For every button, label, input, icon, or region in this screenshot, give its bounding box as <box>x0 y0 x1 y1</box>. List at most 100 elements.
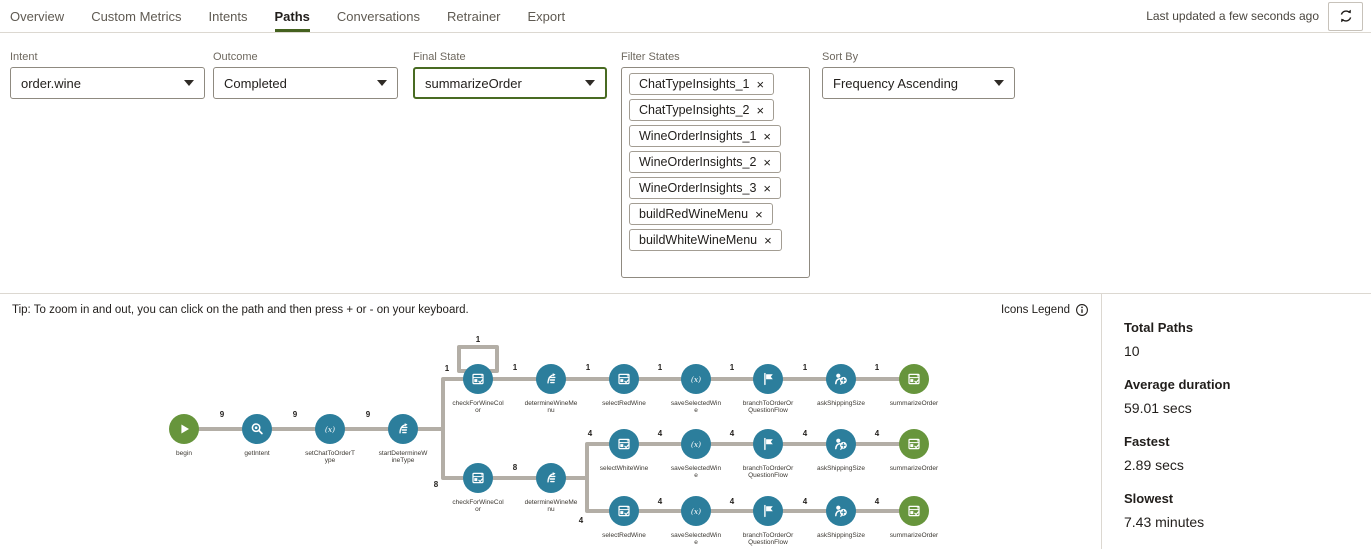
chip-label: buildRedWineMenu <box>639 207 749 221</box>
node-label: summarizeOrder <box>890 532 939 539</box>
edge-count-label: 4 <box>730 497 735 506</box>
node-askShippingSize-2[interactable]: askShippingSize <box>817 429 865 472</box>
refresh-button[interactable] <box>1328 1 1363 31</box>
node-label: startDetermineW <box>379 450 429 457</box>
variable-icon <box>324 424 336 434</box>
stat-value: 7.43 minutes <box>1124 514 1205 530</box>
path-edge[interactable] <box>416 427 465 480</box>
sort-by-filter: Sort By Frequency Ascending <box>822 51 1015 99</box>
tab-overview[interactable]: Overview <box>10 8 65 24</box>
final-state-select[interactable]: summarizeOrder <box>413 67 607 99</box>
node-label: selectWhiteWine <box>600 465 649 472</box>
filter-state-chip[interactable]: buildRedWineMenu × <box>629 203 773 225</box>
node-selectRedWine-2[interactable]: selectRedWine <box>602 496 646 539</box>
node-selectWhiteWine[interactable]: selectWhiteWine <box>600 429 649 472</box>
tab-retrainer[interactable]: Retrainer <box>447 8 501 24</box>
sort-by-label: Sort By <box>822 51 859 63</box>
chip-remove-icon[interactable]: × <box>755 206 763 222</box>
intent-select[interactable]: order.wine <box>10 67 205 99</box>
node-label: branchToOrderOr <box>743 532 794 539</box>
chip-remove-icon[interactable]: × <box>763 180 772 196</box>
tab-intents[interactable]: Intents <box>208 8 248 24</box>
path-edge[interactable] <box>564 476 611 513</box>
sort-by-select[interactable]: Frequency Ascending <box>822 67 1015 99</box>
tab-export[interactable]: Export <box>527 8 566 24</box>
chip-remove-icon[interactable]: × <box>756 76 765 92</box>
chevron-down-icon <box>994 80 1004 86</box>
path-edge[interactable] <box>564 442 611 480</box>
node-label: saveSelectedWin <box>671 465 722 472</box>
node-askShippingSize-1[interactable]: askShippingSize <box>817 364 865 407</box>
stat-fastest: Fastest 2.89 secs <box>1124 434 1371 473</box>
outcome-filter: Outcome Completed <box>213 51 398 99</box>
node-label: e <box>694 472 698 479</box>
edge-count-label: 4 <box>588 429 593 438</box>
edge-count-label: 1 <box>476 335 481 344</box>
chip-remove-icon[interactable]: × <box>764 232 772 248</box>
filter-state-chip[interactable]: ChatTypeInsights_1 × <box>629 73 775 95</box>
node-summarizeOrder-2[interactable]: summarizeOrder <box>890 429 939 472</box>
outcome-select[interactable]: Completed <box>213 67 398 99</box>
node-begin[interactable]: begin <box>169 414 199 457</box>
tab-custom-metrics[interactable]: Custom Metrics <box>91 8 182 24</box>
edge-count-label: 1 <box>803 363 808 372</box>
node-summarizeOrder-1[interactable]: summarizeOrder <box>890 364 939 407</box>
edge-count-label: 4 <box>579 516 584 525</box>
tab-conversations[interactable]: Conversations <box>336 8 421 24</box>
paths-visualization-panel: Tip: To zoom in and out, you can click o… <box>0 293 1371 549</box>
chip-remove-icon[interactable]: × <box>763 128 772 144</box>
filter-state-chip[interactable]: WineOrderInsights_2 × <box>629 151 782 173</box>
node-summarizeOrder-3[interactable]: summarizeOrder <box>890 496 939 539</box>
node-label: saveSelectedWin <box>671 532 722 539</box>
node-label: determineWineMe <box>525 499 578 506</box>
node-label: determineWineMe <box>525 400 578 407</box>
node-label: e <box>694 539 698 546</box>
filter-state-chip[interactable]: buildWhiteWineMenu × <box>629 229 782 251</box>
final-state-label: Final State <box>413 51 466 63</box>
chip-label: WineOrderInsights_2 <box>639 155 757 169</box>
filter-state-chip[interactable]: WineOrderInsights_1 × <box>629 125 782 147</box>
node-label: selectRedWine <box>602 532 646 539</box>
chip-remove-icon[interactable]: × <box>756 102 765 118</box>
tab-paths[interactable]: Paths <box>274 0 311 32</box>
icons-legend-button[interactable]: Icons Legend <box>1001 303 1089 317</box>
path-edge[interactable] <box>457 345 499 373</box>
edge-count-label: 1 <box>875 363 880 372</box>
stat-label: Total Paths <box>1124 320 1194 335</box>
node-selectRedWine-1[interactable]: selectRedWine <box>602 364 646 407</box>
node-label: or <box>475 407 482 414</box>
node-getIntent[interactable]: getIntent <box>242 414 272 457</box>
variable-icon <box>690 374 702 384</box>
filter-state-chip[interactable]: WineOrderInsights_3 × <box>629 177 782 199</box>
path-stats-panel: Total Paths 10 Average duration 59.01 se… <box>1101 294 1371 549</box>
edge-count-label: 8 <box>434 480 439 489</box>
filter-state-chip[interactable]: ChatTypeInsights_2 × <box>629 99 775 121</box>
stat-label: Slowest <box>1124 491 1174 506</box>
edge-count-label: 4 <box>658 429 663 438</box>
node-askShippingSize-3[interactable]: askShippingSize <box>817 496 865 539</box>
edge-count-label: 1 <box>730 363 735 372</box>
edge-count-label: 1 <box>658 363 663 372</box>
chip-label: WineOrderInsights_1 <box>639 129 757 143</box>
chip-remove-icon[interactable]: × <box>763 154 772 170</box>
node-label: QuestionFlow <box>748 472 788 479</box>
node-label: e <box>694 407 698 414</box>
variable-icon <box>690 439 702 449</box>
stat-value: 10 <box>1124 343 1140 359</box>
filter-states-box[interactable]: ChatTypeInsights_1 × ChatTypeInsights_2 … <box>621 67 810 278</box>
edge-count-label: 9 <box>366 410 371 419</box>
last-updated-text: Last updated a few seconds ago <box>1146 9 1319 23</box>
